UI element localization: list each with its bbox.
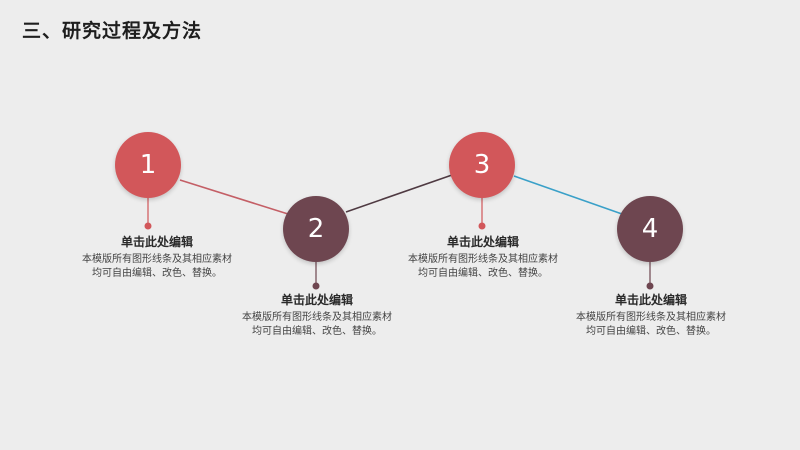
- stem-dot-4: [646, 282, 654, 290]
- step-body-4[interactable]: 本模版所有图形线条及其相应素材均可自由编辑、改色、替换。: [576, 312, 726, 337]
- connector-1-2: [179, 179, 289, 215]
- connector-3-4: [513, 175, 623, 215]
- step-body-1[interactable]: 本模版所有图形线条及其相应素材均可自由编辑、改色、替换。: [82, 254, 232, 279]
- connector-2-3: [345, 174, 453, 213]
- step-circle-2[interactable]: 2: [283, 196, 349, 262]
- step-heading-2[interactable]: 单击此处编辑: [280, 293, 353, 307]
- step-circle-4[interactable]: 4: [617, 196, 683, 262]
- step-heading-4[interactable]: 单击此处编辑: [614, 293, 687, 307]
- stem-dot-3: [478, 222, 486, 230]
- step-body-2[interactable]: 本模版所有图形线条及其相应素材均可自由编辑、改色、替换。: [242, 312, 392, 337]
- step-text-1: 单击此处编辑 本模版所有图形线条及其相应素材均可自由编辑、改色、替换。: [82, 234, 232, 281]
- step-heading-1[interactable]: 单击此处编辑: [120, 235, 193, 249]
- step-circle-1[interactable]: 1: [115, 132, 181, 198]
- step-text-3: 单击此处编辑 本模版所有图形线条及其相应素材均可自由编辑、改色、替换。: [408, 234, 558, 281]
- step-body-3[interactable]: 本模版所有图形线条及其相应素材均可自由编辑、改色、替换。: [408, 254, 558, 279]
- page-title: 三、研究过程及方法: [22, 20, 203, 42]
- stem-dot-2: [312, 282, 320, 290]
- step-text-4: 单击此处编辑 本模版所有图形线条及其相应素材均可自由编辑、改色、替换。: [576, 292, 726, 339]
- step-heading-3[interactable]: 单击此处编辑: [446, 235, 519, 249]
- step-circle-3[interactable]: 3: [449, 132, 515, 198]
- stem-dot-1: [144, 222, 152, 230]
- step-text-2: 单击此处编辑 本模版所有图形线条及其相应素材均可自由编辑、改色、替换。: [242, 292, 392, 339]
